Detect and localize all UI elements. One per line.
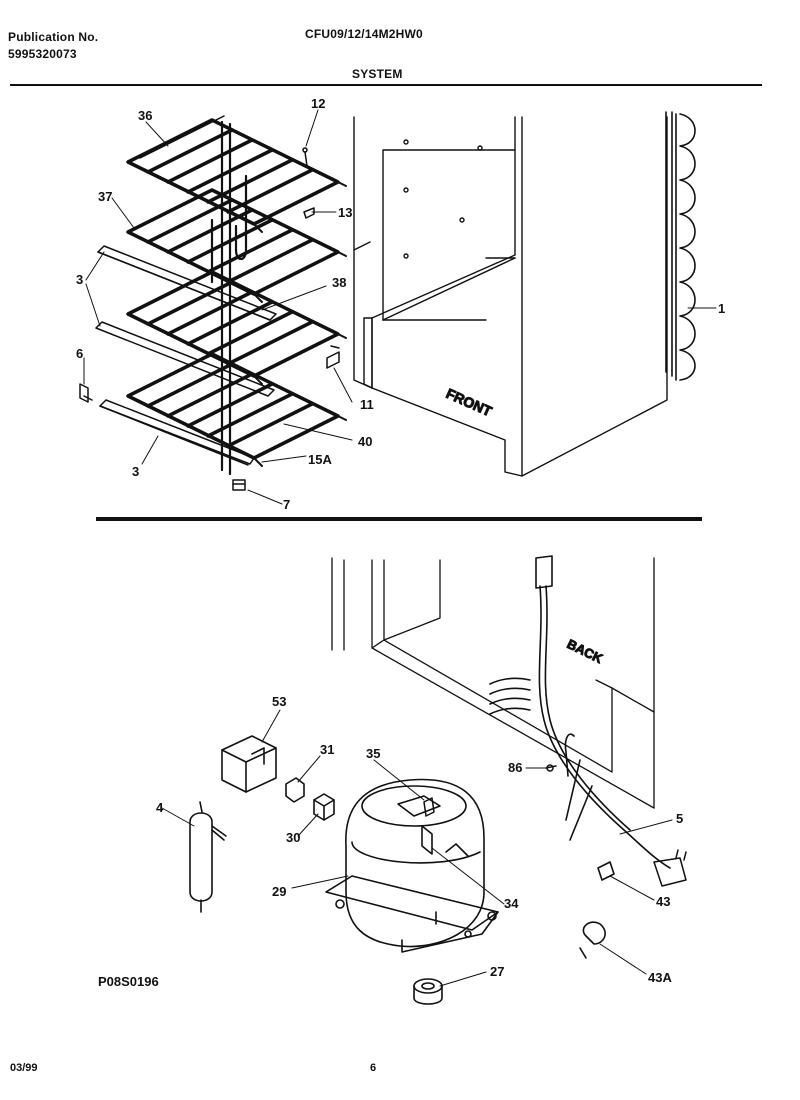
footer-page-number: 6 [370, 1062, 377, 1074]
section-divider [96, 517, 702, 521]
callout-30: 30 [286, 830, 300, 845]
cabinet-liner [353, 116, 668, 477]
callout-3-upper: 3 [76, 272, 83, 287]
compressor-29 [325, 778, 499, 953]
capacitor-30 [313, 793, 335, 821]
clip-13 [303, 207, 315, 219]
callout-34: 34 [504, 896, 519, 911]
refrigerant-tubing [210, 120, 248, 476]
wire-harness [489, 555, 671, 869]
callout-29: 29 [272, 884, 286, 899]
front-label: FRONT [444, 385, 495, 419]
callout-37: 37 [98, 189, 112, 204]
callout-12: 12 [311, 96, 325, 111]
callout-5: 5 [676, 811, 683, 826]
grommet-27 [413, 978, 443, 1005]
shelf-rail-upper [95, 245, 277, 397]
screw-86 [545, 764, 557, 772]
callout-leaders [83, 109, 717, 987]
publication-number: 5995320073 [8, 47, 77, 61]
publication-label: Publication No. [8, 30, 99, 44]
callout-27: 27 [490, 964, 504, 979]
back-label: BACK [565, 636, 606, 666]
shelf-support-11 [326, 345, 340, 369]
cabinet-back [331, 557, 655, 809]
drain-fitting-7 [232, 479, 246, 491]
model-number: CFU09/12/14M2HW0 [305, 27, 423, 41]
callout-13: 13 [338, 205, 352, 220]
screw-12 [302, 147, 308, 167]
overload-31 [285, 777, 305, 803]
callout-6: 6 [76, 346, 83, 361]
shelf-rail-lower [99, 399, 255, 466]
relay-53 [221, 735, 277, 793]
filter-drier-4 [189, 801, 227, 913]
callout-43a: 43A [648, 970, 672, 985]
evaporator-shelves [126, 115, 347, 476]
ferrule-35 [423, 797, 435, 817]
section-title: SYSTEM [352, 67, 403, 81]
callout-7: 7 [283, 497, 290, 512]
callout-1: 1 [718, 301, 725, 316]
footer-date: 03/99 [10, 1062, 38, 1074]
callout-numbers: 12 13 1 38 36 37 3 6 11 40 15A 3 7 53 31… [76, 96, 725, 989]
callout-43: 43 [656, 894, 670, 909]
callout-86: 86 [508, 760, 522, 775]
figure-code: P08S0196 [98, 974, 159, 989]
callout-15a: 15A [308, 452, 332, 467]
callout-31: 31 [320, 742, 334, 757]
callout-53: 53 [272, 694, 286, 709]
clamp-43 [597, 861, 615, 881]
callout-38: 38 [332, 275, 346, 290]
callout-36: 36 [138, 108, 152, 123]
header-rule [10, 84, 762, 86]
evaporator-shelf-40 [126, 352, 347, 467]
callout-40: 40 [358, 434, 372, 449]
power-cord-plug [653, 849, 687, 887]
clamp-43a [579, 921, 606, 959]
callout-4: 4 [156, 800, 164, 815]
callout-3-lower: 3 [132, 464, 139, 479]
condenser-coil [665, 111, 696, 381]
callout-35: 35 [366, 746, 380, 761]
callout-11: 11 [360, 397, 374, 412]
shelf-support-6 [79, 383, 93, 403]
